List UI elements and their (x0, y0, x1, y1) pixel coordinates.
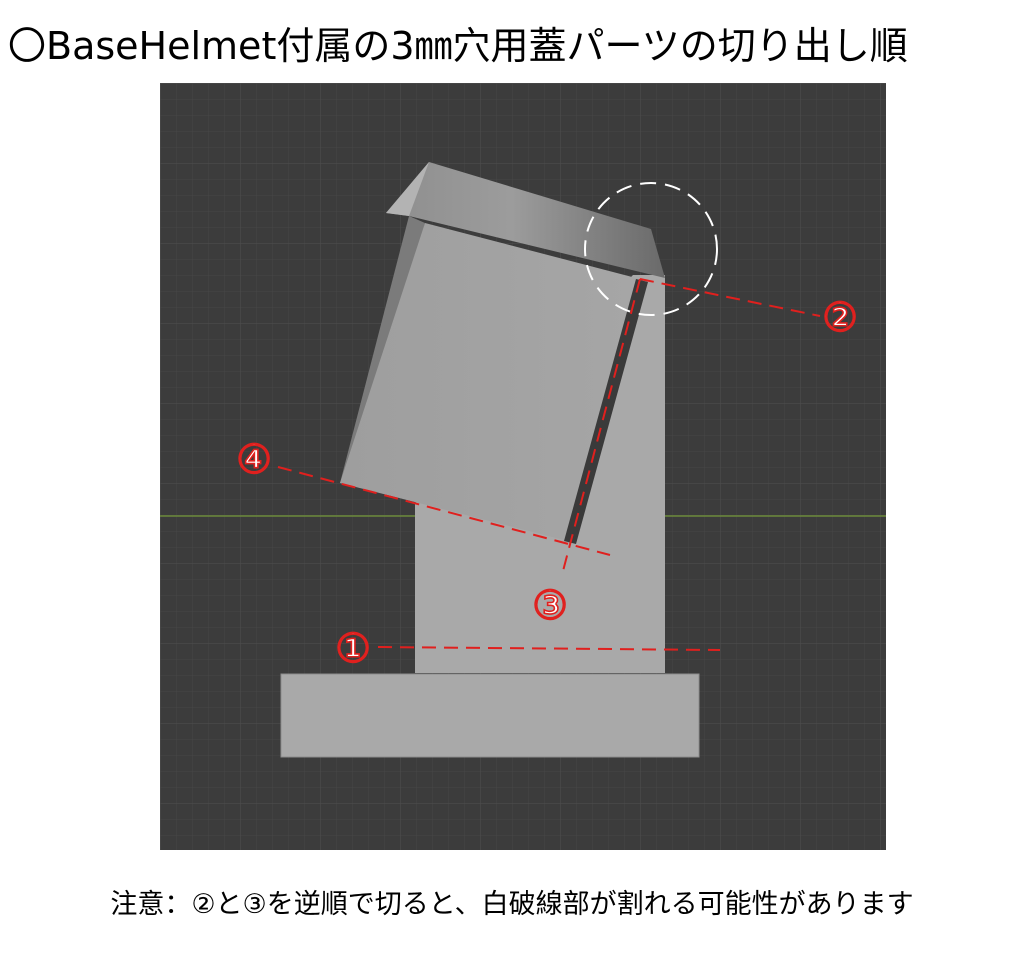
fragile-area-circle (584, 182, 718, 316)
tilted-body-front (340, 223, 640, 541)
step-label-2: ② (822, 295, 858, 341)
cap-top (386, 162, 665, 278)
cap-top-left-face (386, 162, 429, 216)
page-title: 〇BaseHelmet付属の3㎜穴用蓋パーツの切り出し順 (8, 24, 908, 68)
cut-line-4 (277, 466, 611, 556)
cut-line-2 (639, 278, 821, 317)
cut-line-3 (562, 278, 641, 572)
cut-line-1 (377, 646, 721, 651)
step-label-4: ④ (236, 437, 272, 483)
caution-note: 注意：②と③を逆順で切ると、白破線部が割れる可能性があります (110, 889, 914, 920)
step-label-3: ③ (532, 583, 568, 629)
3d-viewport: ① ② ③ ④ (160, 83, 886, 850)
part-diagram: ① ② ③ ④ (160, 83, 886, 850)
step-label-1: ① (335, 626, 371, 672)
base-plate (280, 673, 700, 758)
